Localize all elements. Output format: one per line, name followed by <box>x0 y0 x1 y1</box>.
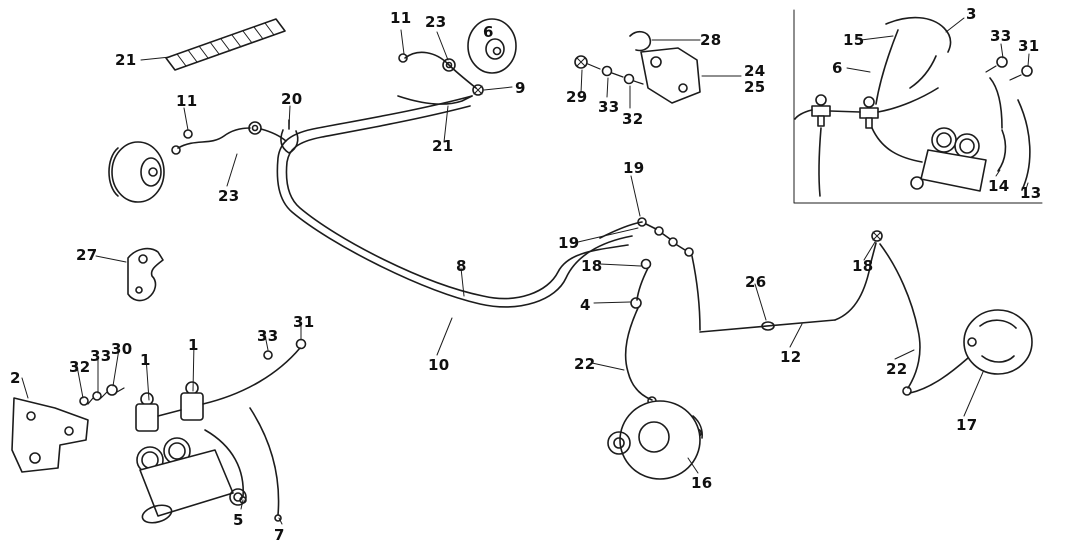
callout-13: 13 <box>1020 184 1042 202</box>
wheel-cylinder-16 <box>607 400 703 480</box>
callout-22: 22 <box>886 360 908 378</box>
junction-cluster <box>599 217 701 331</box>
callout-20: 20 <box>281 90 303 108</box>
callout-31: 31 <box>293 313 315 331</box>
callout-33: 33 <box>257 327 279 345</box>
callout-1: 1 <box>140 351 151 369</box>
callout-9: 9 <box>515 79 526 97</box>
callout-32: 32 <box>622 110 644 128</box>
callout-21: 21 <box>115 51 137 69</box>
rear-right-hose-22 <box>879 243 969 396</box>
inset-assembly <box>794 16 1033 197</box>
bottom-left-assembly <box>11 338 307 524</box>
callout-8: 8 <box>456 257 467 275</box>
callout-3: 3 <box>966 5 977 23</box>
main-brake-pipes <box>276 95 633 308</box>
callout-19: 19 <box>558 234 580 252</box>
grommet-6 <box>467 18 517 74</box>
callout-33: 33 <box>990 27 1012 45</box>
callout-26: 26 <box>745 273 767 291</box>
bracket-27 <box>127 247 164 302</box>
callout-23: 23 <box>425 13 447 31</box>
inset-border <box>793 9 1043 204</box>
callout-29: 29 <box>566 88 588 106</box>
bracket-24-25 <box>574 30 701 104</box>
callout-7: 7 <box>274 526 285 544</box>
callout-32: 32 <box>69 358 91 376</box>
strip-21 <box>165 18 286 71</box>
leader-lines <box>21 17 1030 525</box>
callout-21: 21 <box>432 137 454 155</box>
callout-33: 33 <box>598 98 620 116</box>
callout-2: 2 <box>10 369 21 387</box>
top-hose-assembly <box>397 51 484 105</box>
callout-25: 25 <box>744 78 766 96</box>
callout-23: 23 <box>218 187 240 205</box>
callout-6: 6 <box>832 59 843 77</box>
front-left-hose <box>171 121 287 155</box>
callout-31: 31 <box>1018 37 1040 55</box>
callout-5: 5 <box>233 511 244 529</box>
callout-11: 11 <box>390 9 412 27</box>
callout-11: 11 <box>176 92 198 110</box>
callout-17: 17 <box>956 416 978 434</box>
callout-19: 19 <box>623 159 645 177</box>
left-grommet <box>108 141 165 203</box>
callout-15: 15 <box>843 31 865 49</box>
callout-18: 18 <box>581 257 603 275</box>
callout-28: 28 <box>700 31 722 49</box>
callout-1: 1 <box>188 336 199 354</box>
callout-24: 24 <box>744 62 766 80</box>
callout-33: 33 <box>90 347 112 365</box>
callout-16: 16 <box>691 474 713 492</box>
backing-plate-17 <box>963 309 1033 375</box>
callout-30: 30 <box>111 340 133 358</box>
rear-pipe-26-12 <box>699 230 883 333</box>
callout-6: 6 <box>483 23 494 41</box>
callout-12: 12 <box>780 348 802 366</box>
callout-22: 22 <box>574 355 596 373</box>
callout-18: 18 <box>852 257 874 275</box>
callout-4: 4 <box>580 296 591 314</box>
callout-10: 10 <box>428 356 450 374</box>
callout-27: 27 <box>76 246 98 264</box>
callout-14: 14 <box>988 177 1010 195</box>
